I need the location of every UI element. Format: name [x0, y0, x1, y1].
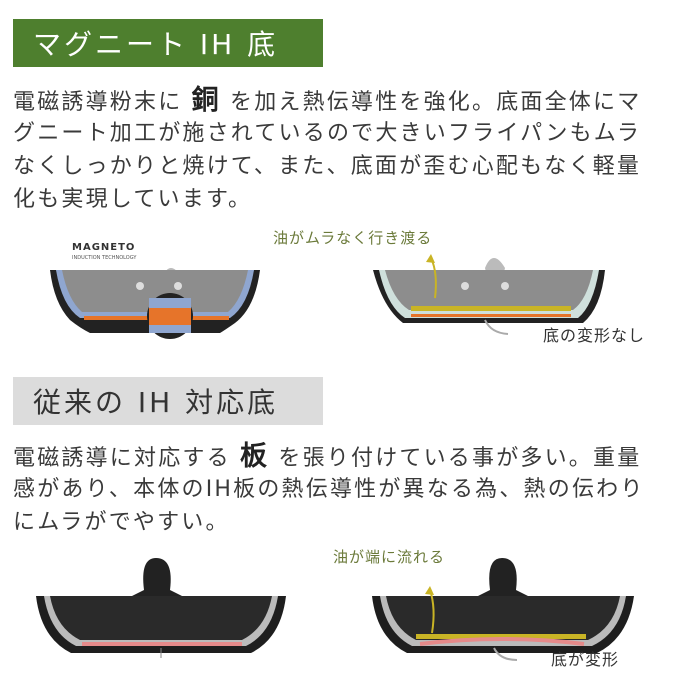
magneto-logo-sub: INDUCTION TECHNOLOGY	[72, 255, 137, 261]
deformed-bottom-label: 底が変形	[551, 650, 620, 669]
magneto-pan-oil-illustration	[373, 254, 605, 335]
magneto-heading: マグニート IH 底	[13, 19, 323, 67]
no-deformation-label: 底の変形なし	[543, 326, 646, 345]
text: を張り付けている事が多い。重量	[269, 446, 642, 471]
oil-flows-label: 油が端に流れる	[333, 548, 446, 566]
magneto-pan-illustration	[50, 268, 260, 339]
emphasis-plate: 板	[240, 441, 270, 472]
magneto-logo: MAGNETO	[72, 242, 136, 253]
magneto-description: 電磁誘導粉末に 銅 を加え熱伝導性を強化。底面全体にマ グニート加工が施されてい…	[13, 84, 673, 216]
text: を加え熱伝導性を強化。底面全体にマ	[220, 90, 642, 115]
conventional-heading: 従来の IH 対応底	[13, 377, 323, 425]
text: グニート加工が施されているので大きいフライパンもムラ	[13, 121, 642, 146]
text: 電磁誘導粉末に	[13, 90, 192, 115]
oil-spreads-label: 油がムラなく行き渡る	[273, 229, 433, 247]
conventional-description: 電磁誘導に対応する 板 を張り付けている事が多い。重量 感があり、本体のIH板の…	[13, 440, 673, 539]
emphasis-copper: 銅	[191, 85, 221, 116]
text: にムラがでやすい。	[13, 510, 230, 535]
text: 化も実現しています。	[13, 187, 253, 212]
text: 電磁誘導に対応する	[13, 446, 240, 471]
conventional-pan-oil-illustration	[372, 558, 634, 661]
text: 感があり、本体のIH板の熱伝導性が異なる為、熱の伝わり	[13, 477, 645, 502]
conventional-pan-illustration	[36, 558, 286, 658]
text: なくしっかりと焼けて、また、底面が歪む心配もなく軽量	[13, 154, 642, 179]
